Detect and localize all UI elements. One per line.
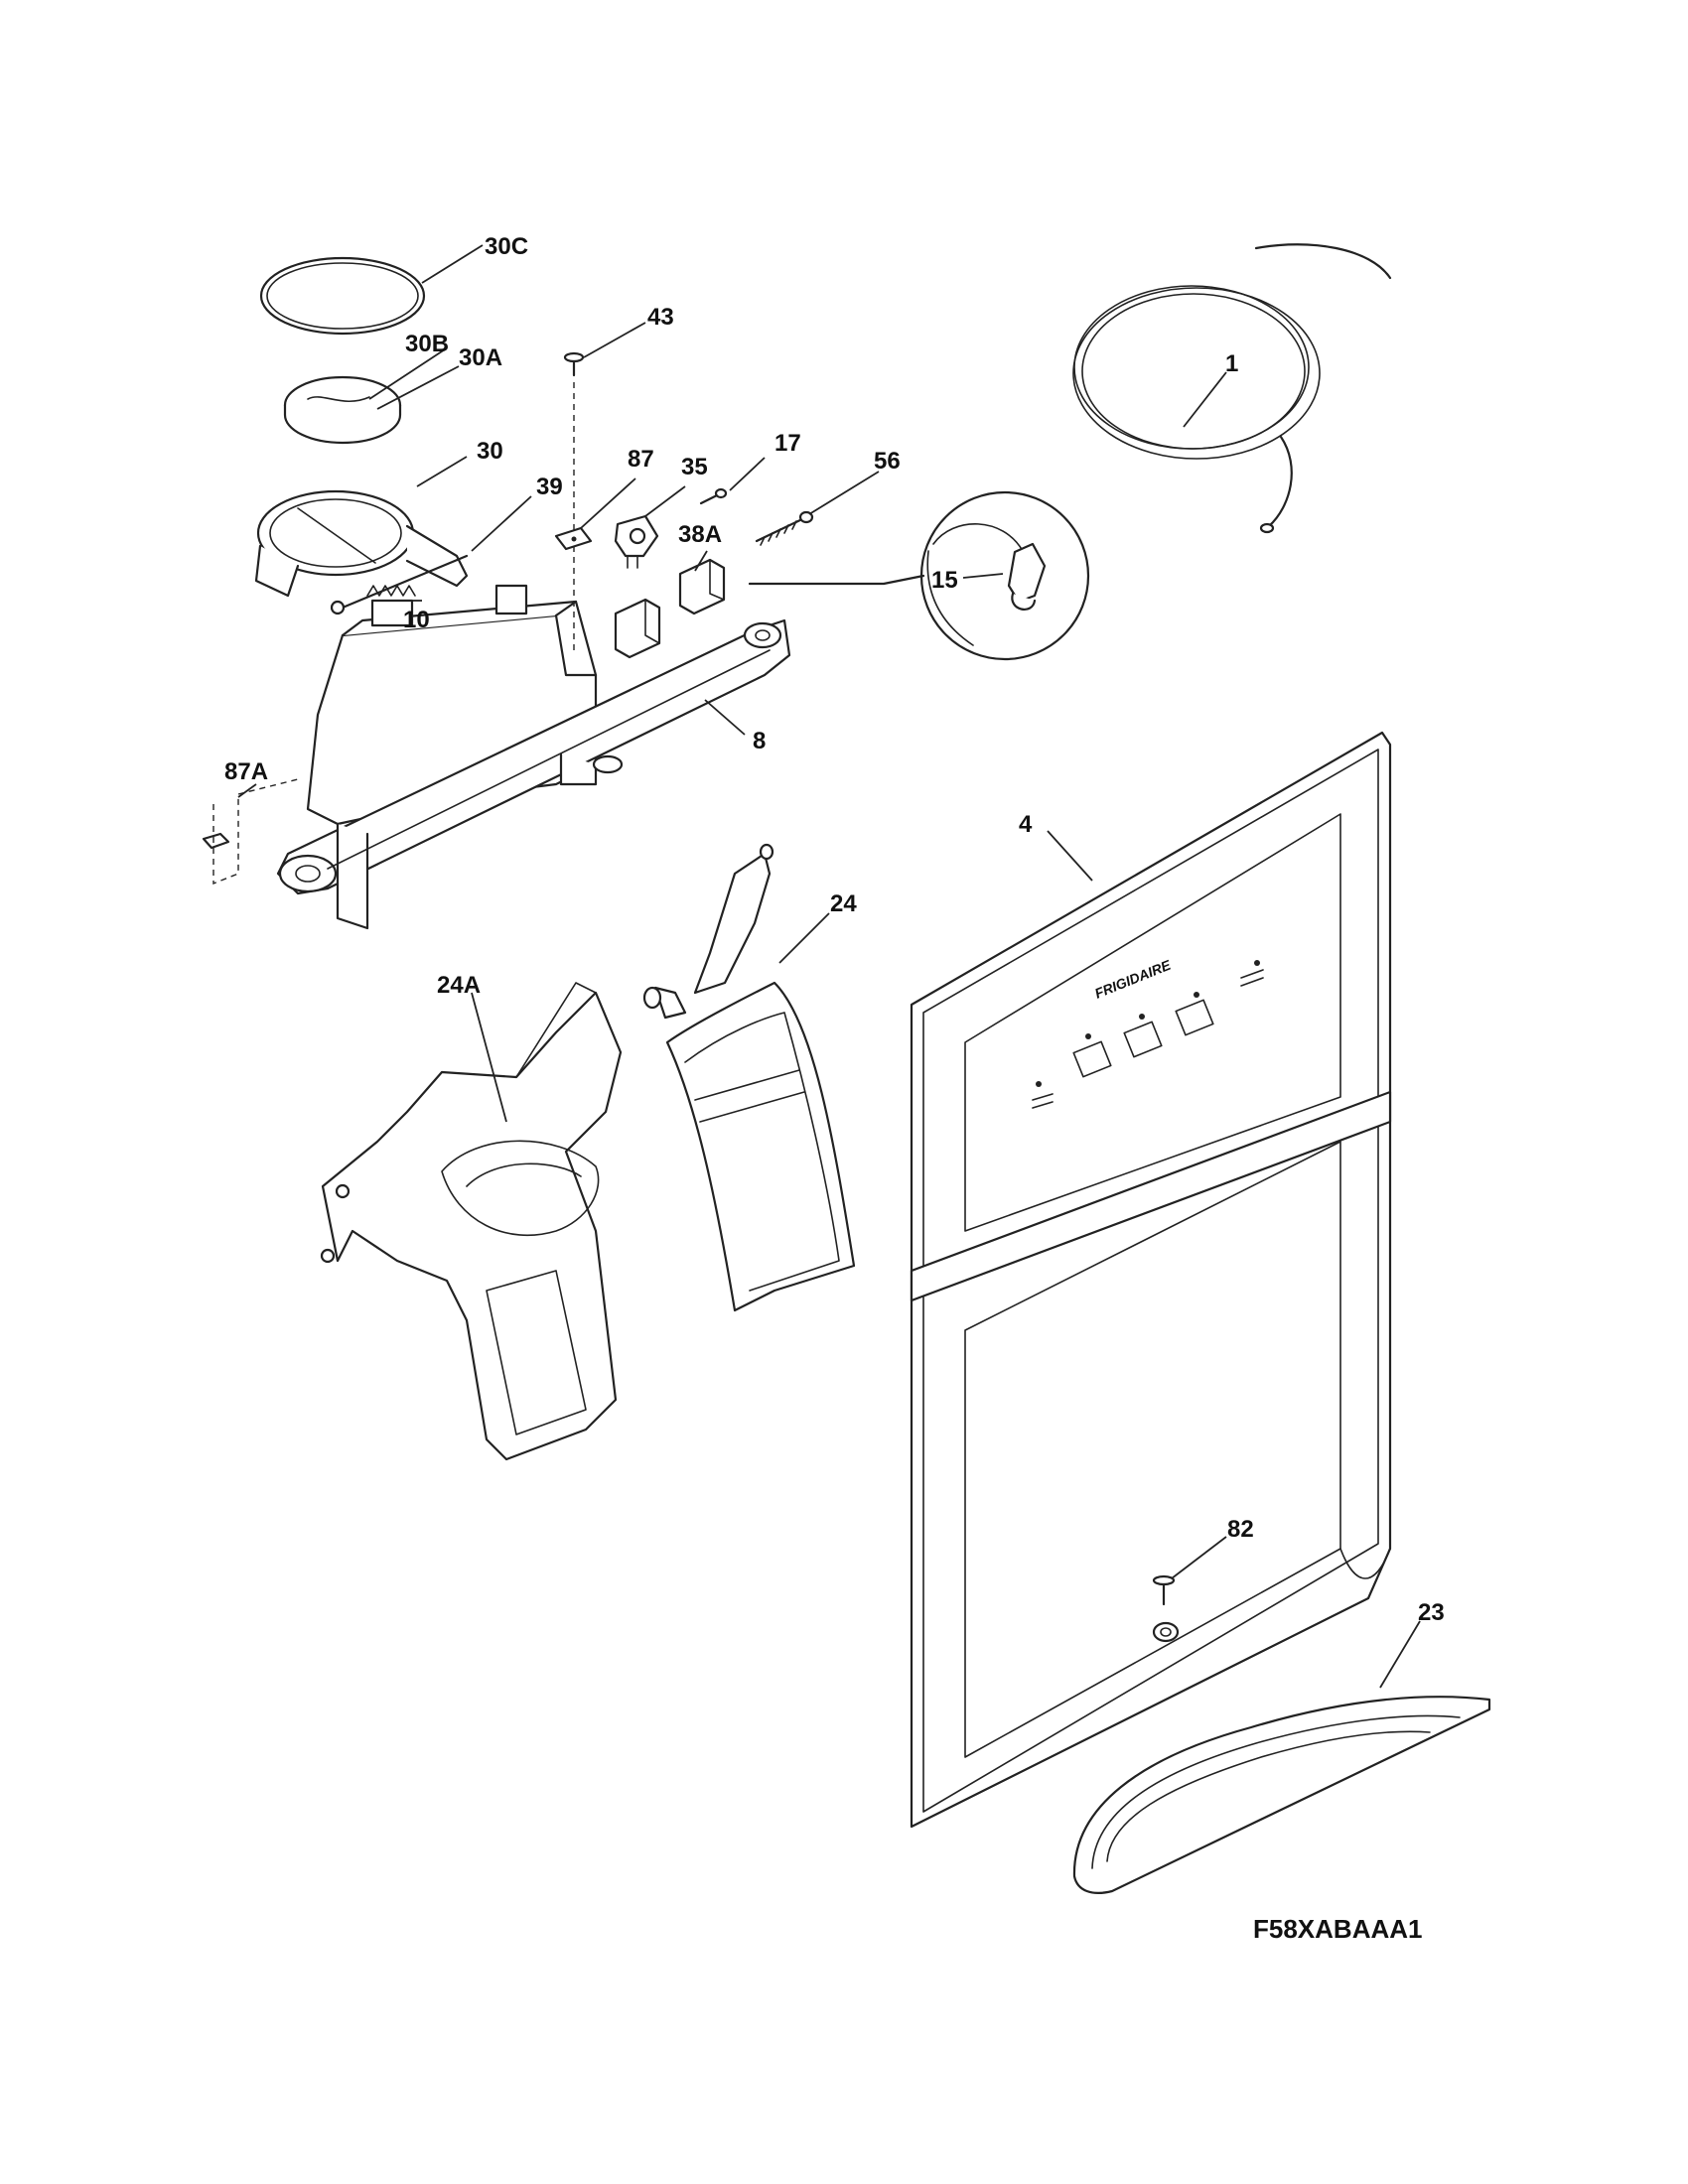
- leader-lines: [237, 244, 1421, 1689]
- panel-buttons: [1032, 960, 1264, 1109]
- part-24a-ice-chute: [320, 982, 623, 1461]
- part-56-screw: [755, 510, 814, 546]
- part-30c-gasket-ring: [259, 256, 426, 336]
- callout-87a: 87A: [224, 758, 268, 785]
- callout-30c: 30C: [485, 233, 528, 260]
- callout-8: 8: [753, 728, 766, 754]
- callout-4: 4: [1019, 811, 1033, 838]
- callout-82: 82: [1227, 1516, 1254, 1543]
- callout-43: 43: [647, 304, 674, 331]
- callout-24a: 24A: [437, 972, 481, 999]
- callout-38a: 38A: [678, 521, 722, 548]
- callout-35: 35: [681, 454, 708, 480]
- part-82-screw: [1152, 1574, 1180, 1643]
- callout-56: 56: [874, 448, 901, 475]
- part-38a-actuators: [614, 558, 726, 659]
- callout-30: 30: [477, 438, 503, 465]
- part-1-tubing-coil: [1072, 243, 1392, 534]
- part-35-switch: [614, 514, 659, 569]
- part-23-drip-tray: [1072, 1696, 1491, 1894]
- callout-1: 1: [1225, 350, 1238, 377]
- callout-24: 24: [830, 890, 857, 917]
- callout-17: 17: [774, 430, 801, 457]
- callout-30b: 30B: [405, 331, 449, 357]
- callout-30a: 30A: [459, 344, 502, 371]
- harness-connector-line: [748, 574, 925, 586]
- callout-10: 10: [403, 607, 430, 633]
- part-15-wire-harness-detail: [919, 490, 1090, 661]
- part-43-screw: [563, 351, 585, 650]
- part-87a-clip: [202, 778, 299, 886]
- part-87-clip: [554, 526, 593, 551]
- part-30a-30b-cap: [283, 375, 402, 445]
- part-4-front-panel: FRIGIDAIRE: [910, 731, 1392, 1829]
- callout-87: 87: [628, 446, 654, 473]
- callout-39: 39: [536, 474, 563, 500]
- callout-labels: 30C 43 30B 30A 1 30 87 35 17 56 39 38A 1…: [224, 233, 1445, 1626]
- diagram-code: F58XABAAA1: [1253, 1914, 1423, 1944]
- part-24-ice-paddle: [642, 843, 856, 1312]
- part-8-dispenser-housing: [276, 584, 791, 930]
- callout-23: 23: [1418, 1599, 1445, 1626]
- part-10-spring: [330, 585, 416, 615]
- part-17-screw: [699, 487, 728, 505]
- callout-15: 15: [931, 567, 958, 594]
- part-30-ring-assembly: [254, 489, 469, 610]
